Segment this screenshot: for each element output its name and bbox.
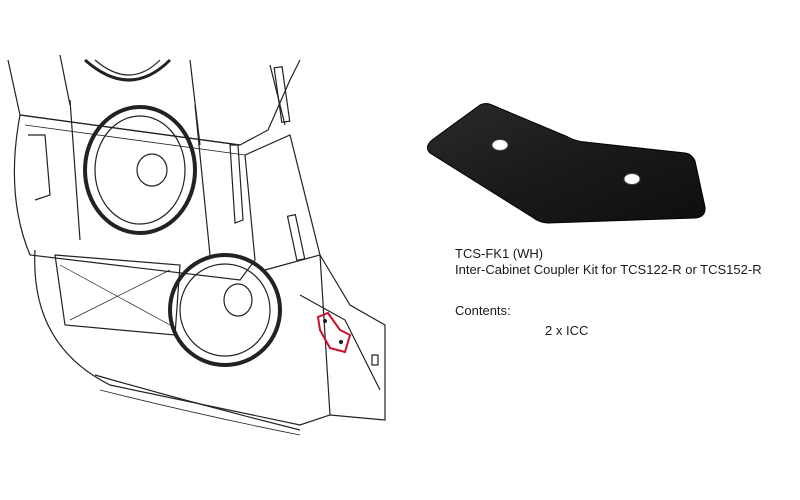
- speaker-cluster-illustration: [7, 55, 386, 436]
- product-caption: TCS-FK1 (WH) Inter-Cabinet Coupler Kit f…: [455, 246, 762, 278]
- contents-item: 2 x ICC: [545, 323, 589, 338]
- product-model: TCS-FK1 (WH): [455, 246, 544, 261]
- contents-label: Contents:: [455, 303, 511, 318]
- coupler-plate-photo: [426, 103, 706, 224]
- plate-hole-2: [623, 173, 641, 185]
- product-description: Inter-Cabinet Coupler Kit for TCS122-R o…: [455, 262, 762, 277]
- plate-hole-1: [491, 139, 509, 151]
- coupler-highlight: [316, 311, 352, 354]
